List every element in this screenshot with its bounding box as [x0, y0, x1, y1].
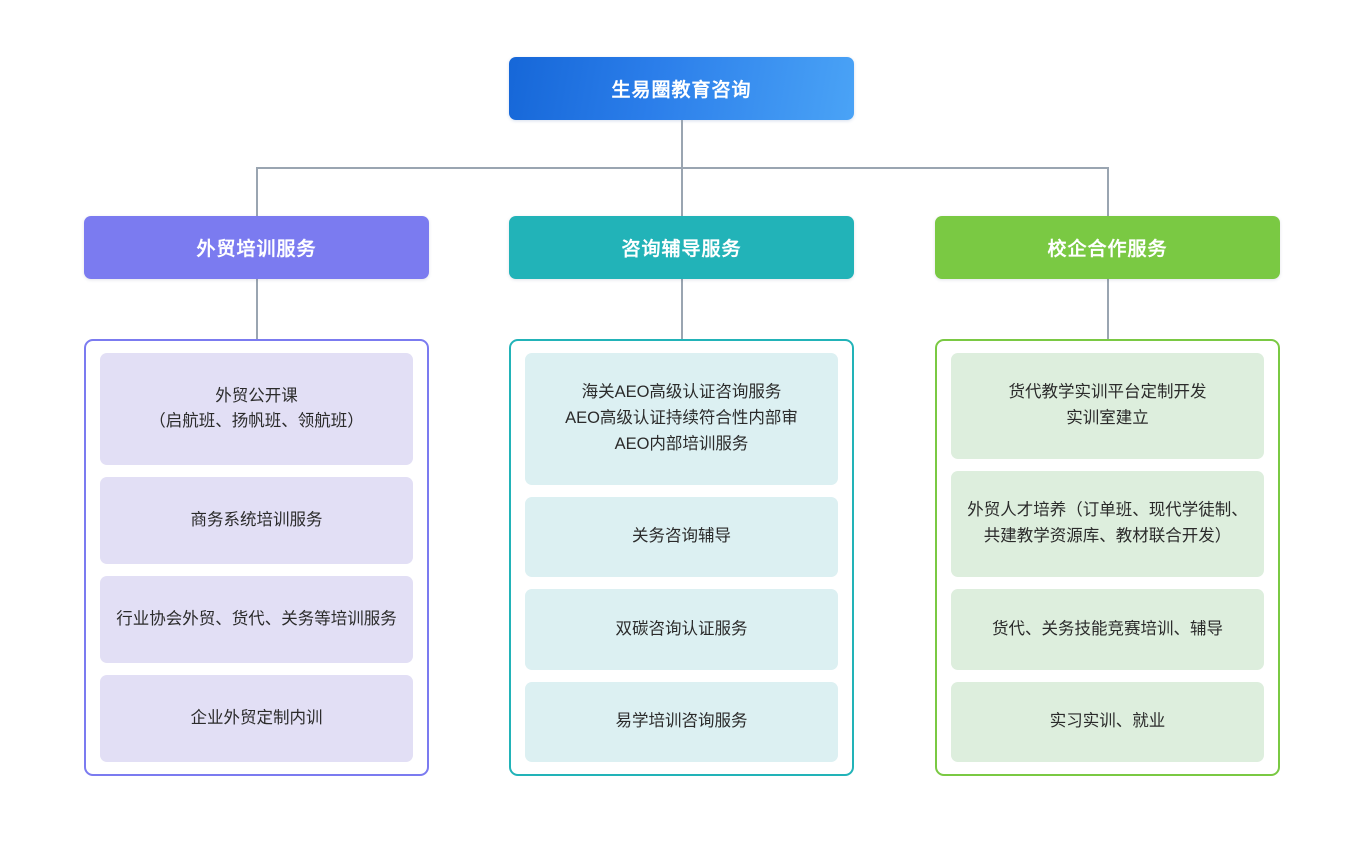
service-card[interactable]: 行业协会外贸、货代、关务等培训服务 [100, 576, 413, 664]
connector-stub-col-2 [681, 279, 683, 339]
service-card[interactable]: 外贸公开课 （启航班、扬帆班、领航班） [100, 353, 413, 466]
column-header-label: 外贸培训服务 [196, 239, 317, 260]
service-card[interactable]: 海关AEO高级认证咨询服务 AEO高级认证持续符合性内部审 AEO内部培训服务 [525, 353, 838, 485]
connector-root-stem [681, 120, 683, 167]
column-container-xiaoqi-hezuo: 货代教学实训平台定制开发 实训室建立 外贸人才培养（订单班、现代学徒制、共建教学… [935, 339, 1280, 776]
column-container-waimao-peixun: 外贸公开课 （启航班、扬帆班、领航班） 商务系统培训服务 行业协会外贸、货代、关… [84, 339, 429, 776]
column-header-label: 咨询辅导服务 [621, 239, 742, 260]
service-card[interactable]: 双碳咨询认证服务 [525, 589, 838, 670]
connector-drop-col-2 [681, 167, 683, 216]
connector-stub-col-1 [256, 279, 258, 339]
service-card[interactable]: 商务系统培训服务 [100, 477, 413, 565]
service-card[interactable]: 货代、关务技能竞赛培训、辅导 [951, 589, 1264, 670]
connector-drop-col-3 [1107, 167, 1109, 216]
service-card[interactable]: 货代教学实训平台定制开发 实训室建立 [951, 353, 1264, 460]
service-card[interactable]: 企业外贸定制内训 [100, 675, 413, 762]
service-card[interactable]: 实习实训、就业 [951, 681, 1264, 762]
connector-drop-col-1 [256, 167, 258, 216]
column-header-label: 校企合作服务 [1047, 239, 1168, 260]
column-container-zixun-fudao: 海关AEO高级认证咨询服务 AEO高级认证持续符合性内部审 AEO内部培训服务 … [509, 339, 854, 776]
column-header-zixun-fudao[interactable]: 咨询辅导服务 [509, 216, 854, 279]
column-header-xiaoqi-hezuo[interactable]: 校企合作服务 [935, 216, 1280, 279]
root-node-label: 生易圈教育咨询 [611, 80, 752, 101]
service-card[interactable]: 关务咨询辅导 [525, 496, 838, 578]
service-card[interactable]: 易学培训咨询服务 [525, 681, 838, 762]
column-header-waimao-peixun[interactable]: 外贸培训服务 [84, 216, 429, 279]
service-card[interactable]: 外贸人才培养（订单班、现代学徒制、共建教学资源库、教材联合开发） [951, 471, 1264, 578]
connector-stub-col-3 [1107, 279, 1109, 339]
root-node[interactable]: 生易圈教育咨询 [509, 57, 854, 120]
